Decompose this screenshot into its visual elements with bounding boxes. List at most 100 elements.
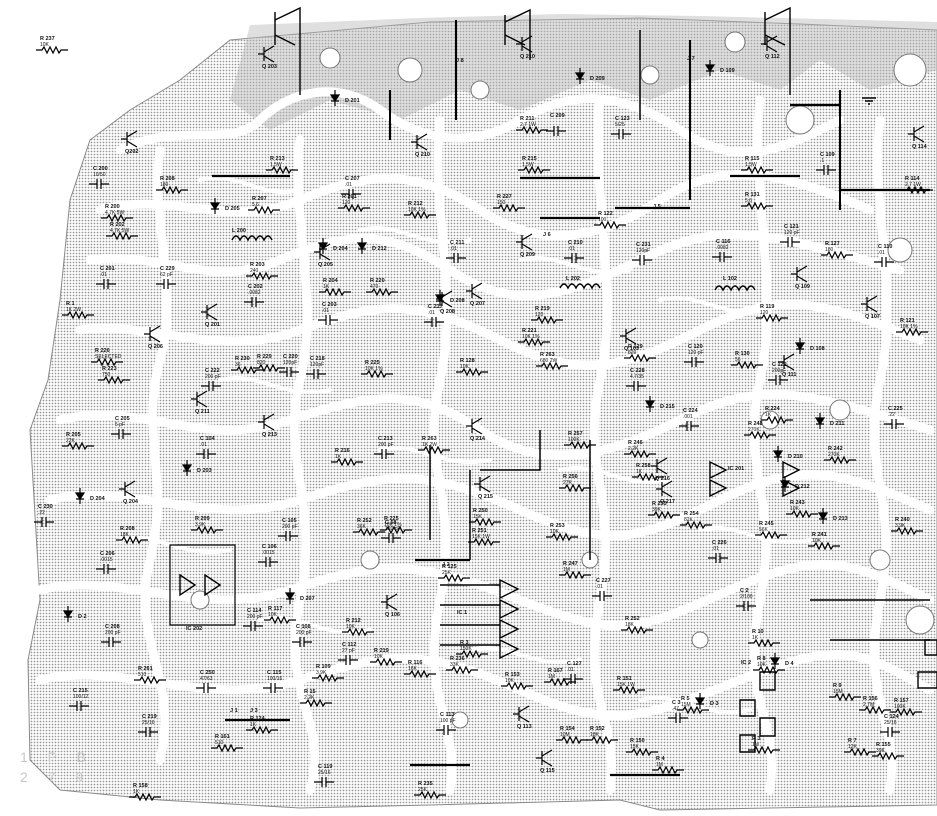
capacitor-ref-35: C 114 xyxy=(247,608,262,614)
transistor-label-23: Q 113 xyxy=(517,724,532,730)
resistor-symbol-83 xyxy=(872,751,904,761)
diode-label-6: D 108 xyxy=(810,346,825,352)
resistor-symbol-49 xyxy=(648,510,680,520)
resistor-value-17: 120 xyxy=(535,312,544,318)
transistor-label-1: Q 210 xyxy=(520,54,535,60)
capacitor-symbol-11 xyxy=(96,279,116,289)
resistor-value-19: 180 xyxy=(825,247,834,253)
capacitor-ref-6: C 210 xyxy=(568,240,583,246)
resistor-value-7: 4.7K 5W xyxy=(110,228,129,234)
capacitor-symbol-45 xyxy=(668,713,688,723)
resistor-ref-35: R 248 xyxy=(748,421,763,427)
resistor-symbol-51 xyxy=(755,530,787,540)
resistor-value-51: 56K xyxy=(759,527,769,533)
resistor-ref-6: R 200 xyxy=(105,204,120,210)
resistor-ref-20: R 1 xyxy=(66,301,75,307)
resistor-value-21: SELECTED xyxy=(95,354,122,360)
transistor-label-11: Q 201 xyxy=(205,322,220,328)
resistor-ref-5: R 207 xyxy=(252,196,267,202)
capacitor-symbol-10 xyxy=(874,257,894,267)
resistor-symbol-82 xyxy=(844,747,876,757)
resistor-value-50: 82K xyxy=(684,517,694,523)
resistor-value-61: 510 xyxy=(138,672,147,678)
capacitor-ref-30: C 105 xyxy=(282,518,297,524)
resistor-value-46: 15K xyxy=(473,514,483,520)
resistor-ref-29: R 129 xyxy=(628,344,643,350)
resistor-value-57: 10K xyxy=(346,624,356,630)
resistor-value-38: 1K xyxy=(335,454,342,460)
resistor-symbol-12 xyxy=(741,201,773,211)
resistor-symbol-52 xyxy=(891,526,923,536)
capacitor-ref-26: C 225 xyxy=(888,406,903,412)
resistor-ref-62: R 15 xyxy=(304,689,316,695)
resistor-symbol-86 xyxy=(438,573,470,583)
capacitor-ref-20: C 228 xyxy=(630,368,645,374)
inductor-label-0: L 200 xyxy=(232,228,246,234)
resistor-value-32: 22K xyxy=(66,438,76,444)
resistor-value-71: 15M xyxy=(681,702,691,708)
resistor-symbol-85 xyxy=(414,790,446,800)
resistor-value-30: 56 xyxy=(735,357,741,363)
resistor-symbol-67 xyxy=(501,681,533,691)
capacitor-ref-40: C 215 xyxy=(73,688,88,694)
capacitor-value-28: .0015 xyxy=(100,557,113,563)
transistor-symbol-15 xyxy=(119,480,136,498)
capacitor-symbol-14 xyxy=(318,315,338,325)
diode-symbol-15 xyxy=(284,588,296,604)
capacitor-value-44: 100 pF xyxy=(440,718,456,724)
capacitor-value-47: 25/16 xyxy=(318,770,331,776)
resistor-symbol-8 xyxy=(338,203,370,213)
capacitor-value-29: .0015 xyxy=(262,550,275,556)
resistor-value-41: 1K xyxy=(636,469,643,475)
resistor-symbol-30 xyxy=(731,360,763,370)
transistor-label-7: Q 207 xyxy=(470,301,485,307)
resistor-value-22: 750 xyxy=(102,372,111,378)
resistor-value-84: 1K xyxy=(133,789,140,795)
transistor-symbol-7 xyxy=(466,282,483,300)
resistor-value-42: 18K xyxy=(120,532,130,538)
resistor-ref-71: R 5 xyxy=(681,696,690,702)
capacitor-value-14: .01 xyxy=(322,308,329,314)
resistor-symbol-78 xyxy=(586,735,618,745)
resistor-ref-82: R 7 xyxy=(848,738,857,744)
resistor-symbol-84 xyxy=(129,792,161,802)
capacitor-symbol-24 xyxy=(374,449,394,459)
resistor-symbol-47 xyxy=(468,537,500,547)
resistor-symbol-37 xyxy=(824,455,856,465)
resistor-symbol-28 xyxy=(536,361,568,371)
resistor-symbol-41 xyxy=(632,472,664,482)
capacitor-value-4: .01 xyxy=(345,182,352,188)
transistor-label-8: Q 208 xyxy=(440,309,455,315)
resistor-ref-52: R 240 xyxy=(895,517,910,523)
resistor-value-78: 18K xyxy=(590,732,600,738)
resistor-ref-66: R 236 xyxy=(450,656,465,662)
resistor-value-9: 10K 1% xyxy=(408,207,426,213)
resistor-ref-55: R 247 xyxy=(563,561,578,567)
resistor-symbol-15 xyxy=(319,287,351,297)
resistor-symbol-35 xyxy=(744,430,776,440)
resistor-ref-25: R 225 xyxy=(365,360,380,366)
resistor-value-34: 2.2K xyxy=(628,446,639,452)
capacitor-symbol-19 xyxy=(684,357,704,367)
resistor-symbol-73 xyxy=(753,665,785,675)
resistor-ref-53: R 241 xyxy=(812,532,827,538)
resistor-ref-2: R 115 xyxy=(745,156,759,162)
capacitor-ref-25: C 224 xyxy=(683,408,699,414)
capacitor-ref-24: C 213 xyxy=(378,436,393,442)
capacitor-value-43: 25/16 xyxy=(142,720,155,726)
capacitor-ref-19: C 120 xyxy=(688,344,703,350)
jumper-label-3: J 6 xyxy=(543,232,551,238)
resistor-ref-22: R 223 xyxy=(102,366,117,372)
resistor-symbol-75 xyxy=(859,705,891,715)
transistor-label-9: Q 109 xyxy=(795,284,810,290)
capacitor-ref-43: C 219 xyxy=(142,714,157,720)
resistor-ref-1: R 211 xyxy=(520,116,534,122)
capacitor-value-3: .1 xyxy=(820,158,824,164)
capacitor-value-6: .01 xyxy=(568,246,575,252)
transistor-symbol-21 xyxy=(778,353,795,371)
capacitor-ref-10: C 110 xyxy=(878,244,892,250)
capacitor-value-40: 100/12 xyxy=(73,694,89,700)
capacitor-ref-8: C 116 xyxy=(716,239,730,245)
resistor-ref-70: R 151 xyxy=(617,676,632,682)
resistor-symbol-76 xyxy=(890,707,922,717)
